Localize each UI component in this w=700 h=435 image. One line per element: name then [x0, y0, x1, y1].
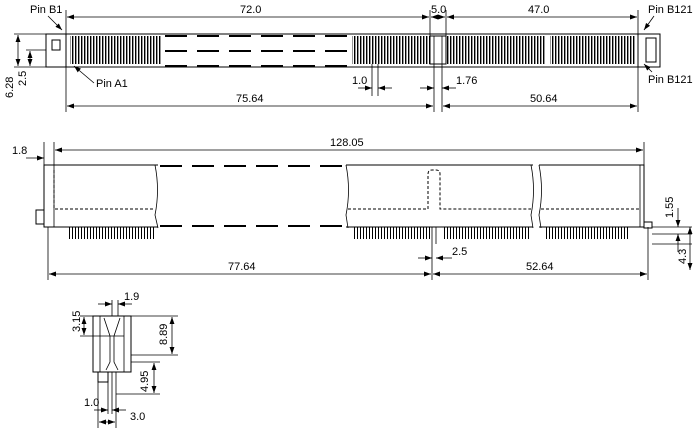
- left-latch: [51, 39, 61, 51]
- front-left-post: [35, 209, 45, 225]
- dim-height: 6.28: [4, 77, 16, 98]
- key-area: [429, 35, 447, 65]
- dim-right-span: 50.64: [530, 93, 558, 105]
- side-view: 1.9 3.15 8.89 4.95 1.0 3.0: [71, 291, 178, 428]
- dim-overall: 128.05: [330, 137, 364, 149]
- front-view: 128.05 1.8 2.5 77.64 52.64 1.55 4.3: [12, 137, 693, 280]
- pins-right-a: [442, 227, 530, 239]
- dim-front-left-span: 77.64: [228, 261, 256, 273]
- pins-left: [68, 227, 154, 239]
- dim-front-right-span: 52.64: [526, 261, 554, 273]
- dim-seg-c: 47.0: [528, 4, 549, 16]
- dim-side-lower: 4.95: [139, 371, 151, 392]
- dim-side-body-height: 8.89: [158, 324, 170, 345]
- dim-key-width: 2.5: [452, 246, 467, 258]
- label-pin-b121-top: Pin B121: [648, 4, 693, 16]
- dim-seg-b: 5.0: [431, 4, 446, 16]
- label-pin-b1: Pin B1: [30, 4, 62, 16]
- dim-left-span: 75.64: [236, 93, 264, 105]
- label-pin-a1: Pin A1: [96, 78, 128, 90]
- dim-pitch: 1.0: [352, 75, 367, 87]
- pins-right-b: [544, 227, 630, 239]
- right-latch: [645, 37, 657, 63]
- dim-side-pitch: 1.0: [84, 397, 99, 409]
- label-pin-b121-bottom: Pin B121: [648, 74, 693, 86]
- top-view: 72.0 5.0 47.0 1.0 1.76 75.64 50.64 6.28 …: [4, 4, 693, 112]
- dim-half-height: 2.5: [17, 71, 29, 86]
- contact-rows-right-b: [550, 36, 636, 64]
- side-housing: [92, 315, 132, 373]
- dim-side-depth: 3.0: [130, 411, 145, 423]
- dim-tail: 4.3: [677, 249, 689, 264]
- dim-offset: 1.76: [456, 75, 477, 87]
- pins-mid: [352, 227, 430, 239]
- dim-seg-a: 72.0: [240, 4, 261, 16]
- side-foot: [97, 371, 109, 383]
- contact-rows-mid: [352, 36, 430, 64]
- contact-rows-right-a: [446, 36, 546, 64]
- dim-side-upper: 3.15: [71, 311, 83, 332]
- dim-side-width: 1.9: [124, 291, 139, 303]
- dim-standoff: 1.55: [664, 197, 676, 218]
- contact-rows-left: [70, 36, 162, 64]
- dim-edge: 1.8: [12, 145, 27, 157]
